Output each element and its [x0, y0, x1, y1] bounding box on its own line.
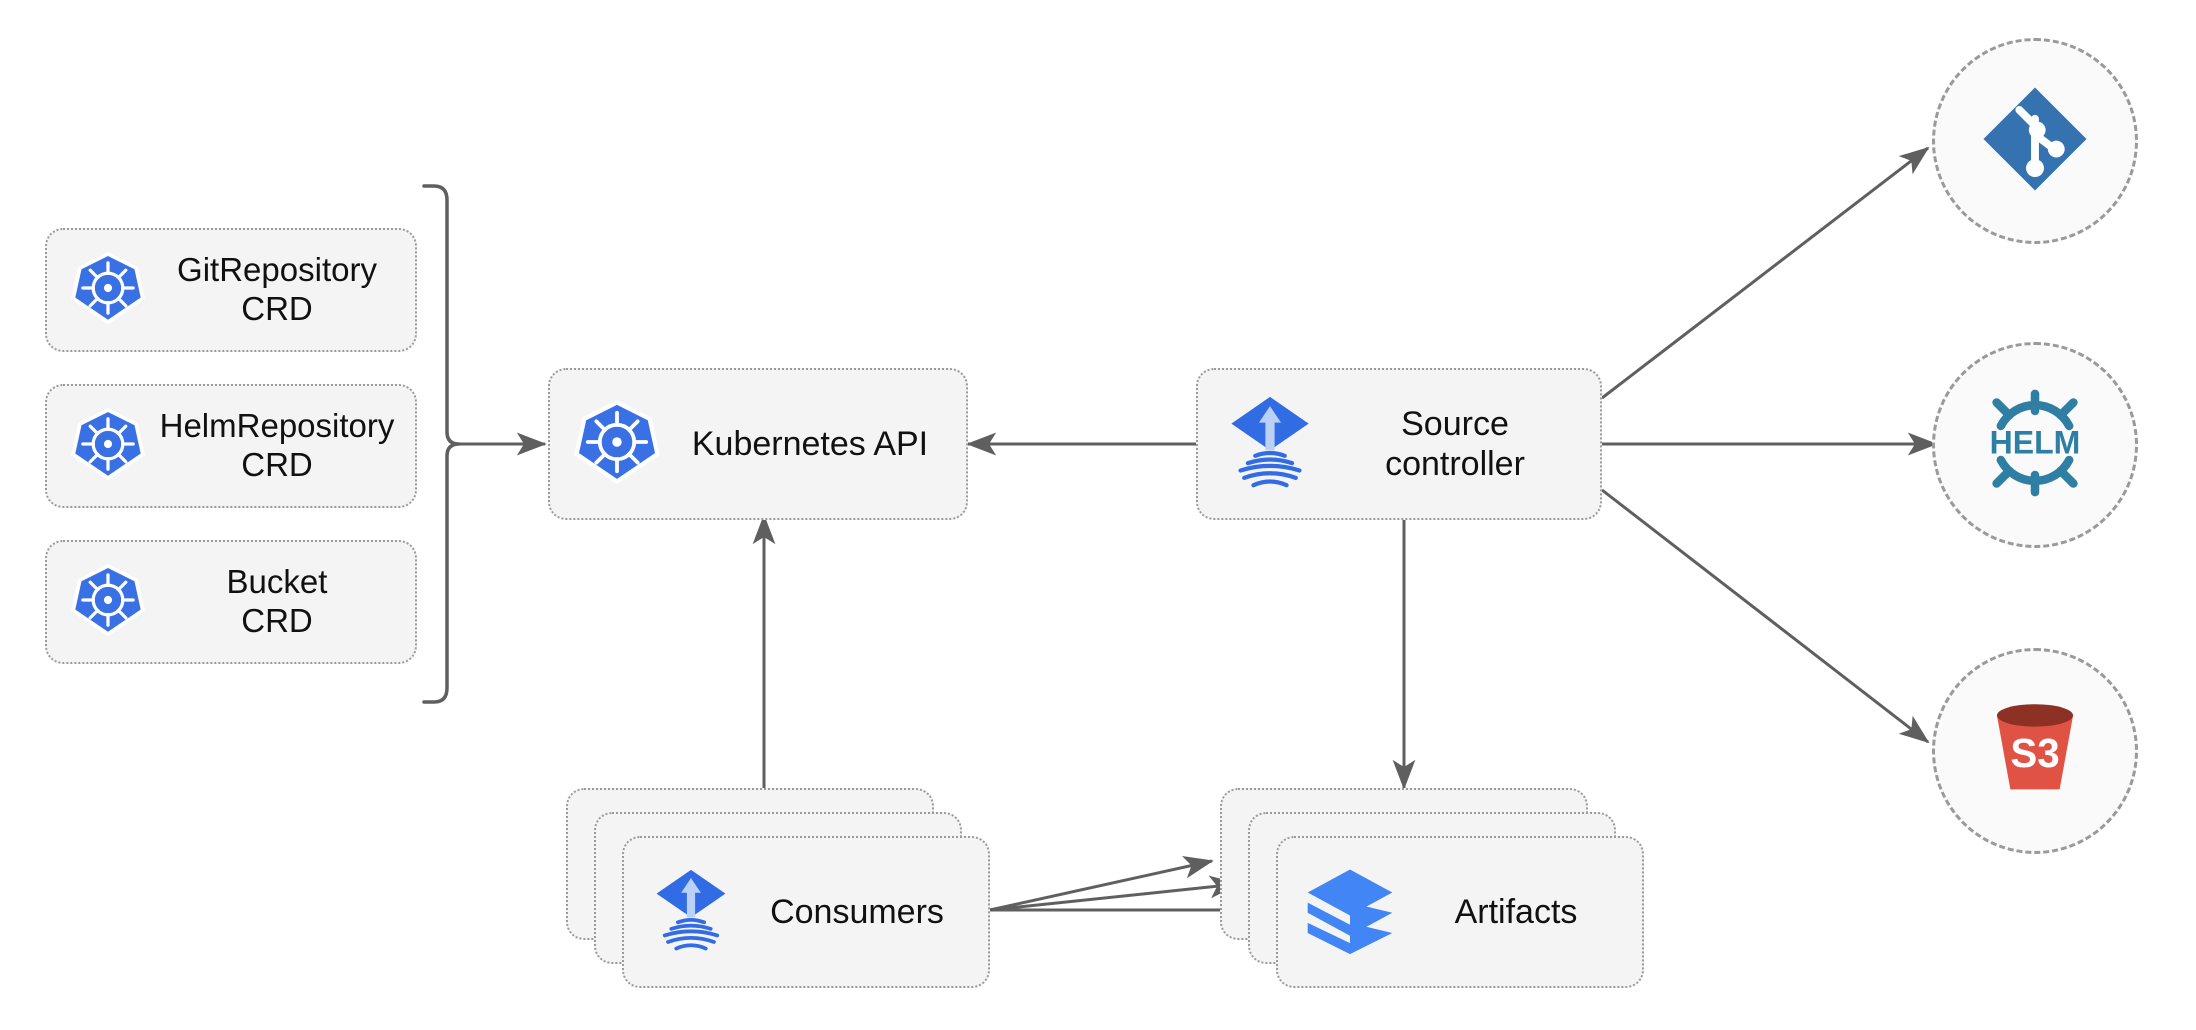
helm-wordmark: HELM: [1990, 424, 2081, 460]
crd-group-bracket: [422, 184, 461, 704]
flux-icon: [650, 865, 732, 960]
layers-icon: [1304, 864, 1396, 961]
node-gitrepository-crd[interactable]: GitRepository CRD: [45, 228, 417, 352]
s3-wordmark: S3: [2010, 729, 2059, 775]
node-label: Consumers: [770, 892, 944, 931]
edge-consumers-to-artifact-2: [989, 875, 1240, 912]
node-kubernetes-api[interactable]: Kubernetes API: [548, 368, 968, 520]
stack-card-front[interactable]: Artifacts: [1276, 836, 1644, 988]
kubernetes-icon: [71, 407, 145, 486]
target-s3[interactable]: S3: [1932, 648, 2138, 854]
kubernetes-icon: [574, 399, 660, 490]
kubernetes-icon: [71, 563, 145, 642]
node-artifacts[interactable]: Artifacts: [1220, 788, 1644, 988]
node-label: Artifacts: [1454, 892, 1578, 931]
edge-consumers-to-artifact-1: [989, 855, 1214, 912]
stack-card-front[interactable]: Consumers: [622, 836, 990, 988]
node-label: Bucket CRD: [226, 563, 328, 639]
node-label: Kubernetes API: [691, 424, 929, 463]
target-helm[interactable]: HELM: [1932, 342, 2138, 548]
node-consumers[interactable]: Consumers: [566, 788, 990, 988]
edge-source-controller-to-git: [1601, 146, 1930, 400]
node-label: Source controller: [1385, 404, 1525, 483]
target-git[interactable]: [1932, 38, 2138, 244]
kubernetes-icon: [71, 251, 145, 330]
node-source-controller[interactable]: Source controller: [1196, 368, 1602, 520]
node-label: HelmRepository CRD: [159, 407, 395, 483]
s3-bucket-icon: S3: [1979, 693, 2091, 810]
edge-source-controller-to-s3: [1601, 488, 1930, 744]
node-label: GitRepository CRD: [177, 251, 377, 327]
node-bucket-crd[interactable]: Bucket CRD: [45, 540, 417, 664]
node-helmrepository-crd[interactable]: HelmRepository CRD: [45, 384, 417, 508]
flux-icon: [1224, 393, 1316, 496]
helm-icon: HELM: [1971, 379, 2099, 512]
git-icon: [1979, 83, 2091, 200]
